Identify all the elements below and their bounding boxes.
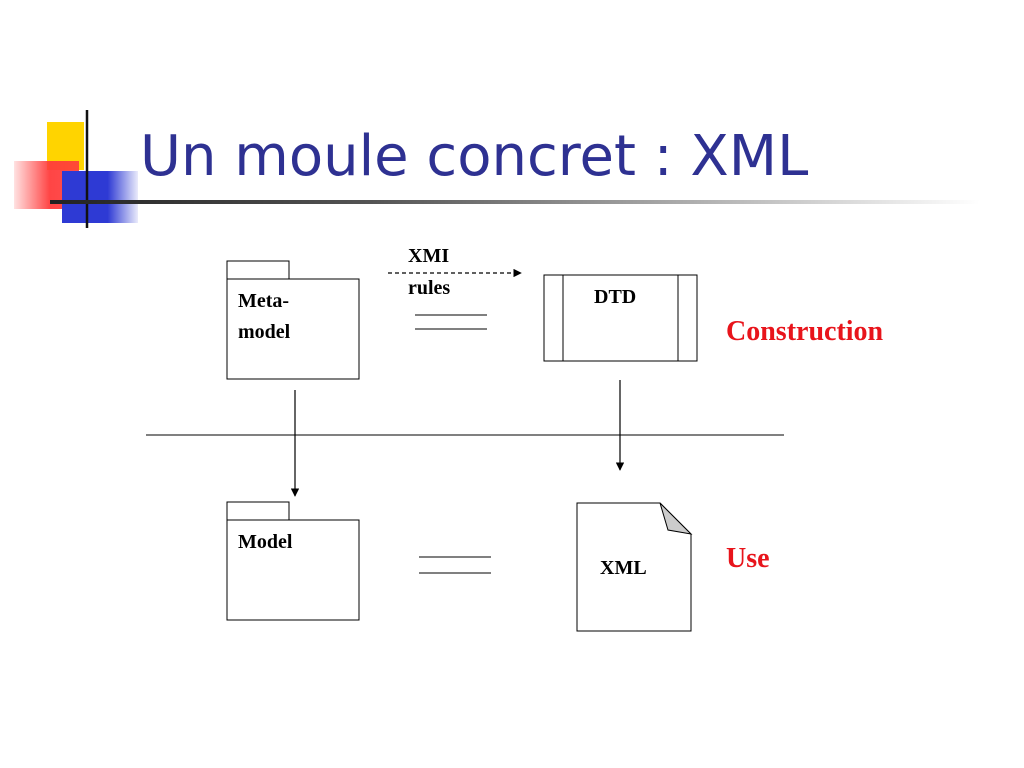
metamodel-label-line2: model [238,321,291,343]
use-phase-label: Use [726,543,770,574]
logo-blue-square [62,171,138,223]
xml-label: XML [600,557,647,579]
dtd-box [543,274,698,362]
dtd-label: DTD [594,286,637,308]
metamodel-package [226,260,360,380]
xml-document-folded-corner [659,502,693,535]
xmi-label-line2: rules [408,277,451,299]
model-label: Model [238,531,293,553]
model-package [226,501,360,621]
dtd-box-outline [543,274,698,362]
metamodel-label-line1: Meta- [238,290,290,312]
xml-document-page [576,502,692,632]
xml-document-icon [576,502,693,632]
model-package-body [226,519,360,621]
xmi-label-line1: XMI [408,245,450,267]
title-underline [50,200,980,204]
metamodel-package-body [226,278,360,380]
slide-title: Un moule concret : XML [140,124,809,189]
model-package-tab [226,501,290,521]
metamodel-package-tab [226,260,290,280]
construction-phase-label: Construction [726,316,884,347]
